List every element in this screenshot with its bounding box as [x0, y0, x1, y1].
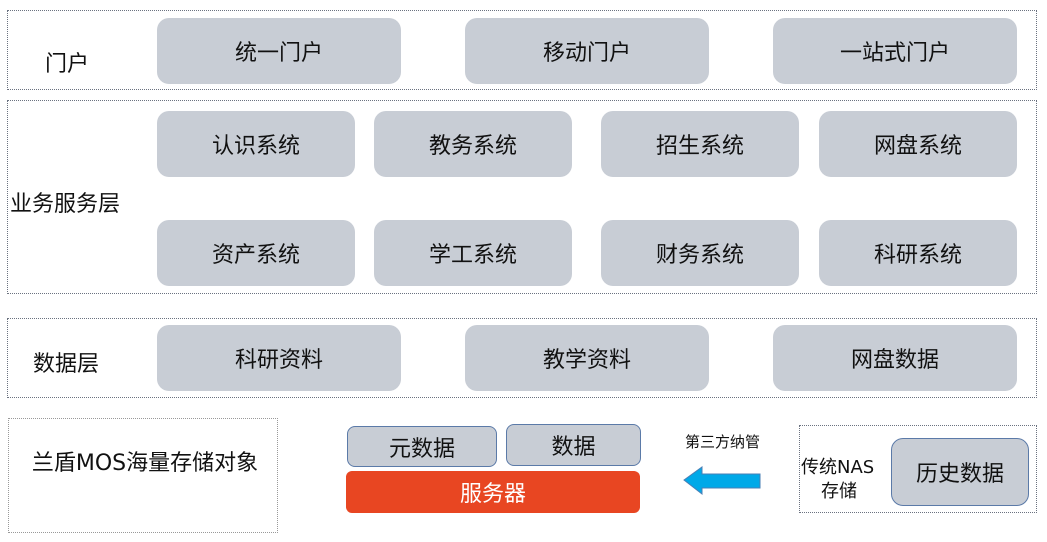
metadata-box: 元数据 — [347, 426, 497, 467]
system-box: 认识系统 — [157, 111, 355, 177]
data-box: 网盘数据 — [773, 325, 1017, 391]
nas-box — [799, 425, 1037, 513]
portal-mobile: 移动门户 — [465, 18, 709, 84]
nas-label-1: 传统NAS — [801, 457, 875, 478]
system-box: 科研系统 — [819, 220, 1017, 286]
data-layer — [7, 318, 1037, 398]
business-layer — [7, 100, 1037, 294]
business-label: 业务服务层 — [10, 192, 121, 217]
data-box: 教学资料 — [465, 325, 709, 391]
data-box: 科研资料 — [157, 325, 401, 391]
storage-label: 兰盾MOS海量存储对象 — [31, 451, 259, 476]
system-box: 网盘系统 — [819, 111, 1017, 177]
storage-box — [8, 418, 278, 533]
nas-label-2: 存储 — [821, 481, 857, 502]
arrow-label: 第三方纳管 — [685, 433, 761, 451]
portal-layer — [7, 10, 1037, 90]
system-box: 招生系统 — [601, 111, 799, 177]
system-box: 教务系统 — [374, 111, 572, 177]
system-box: 财务系统 — [601, 220, 799, 286]
system-box: 资产系统 — [157, 220, 355, 286]
portal-label: 门户 — [45, 52, 90, 77]
system-box: 学工系统 — [374, 220, 572, 286]
data-box: 数据 — [506, 424, 641, 466]
history-box: 历史数据 — [891, 438, 1029, 506]
portal-unified: 统一门户 — [157, 18, 401, 84]
server-box: 服务器 — [346, 471, 640, 513]
portal-onestop: 一站式门户 — [773, 18, 1017, 84]
left-arrow-icon — [683, 466, 761, 496]
data-label: 数据层 — [33, 352, 100, 377]
